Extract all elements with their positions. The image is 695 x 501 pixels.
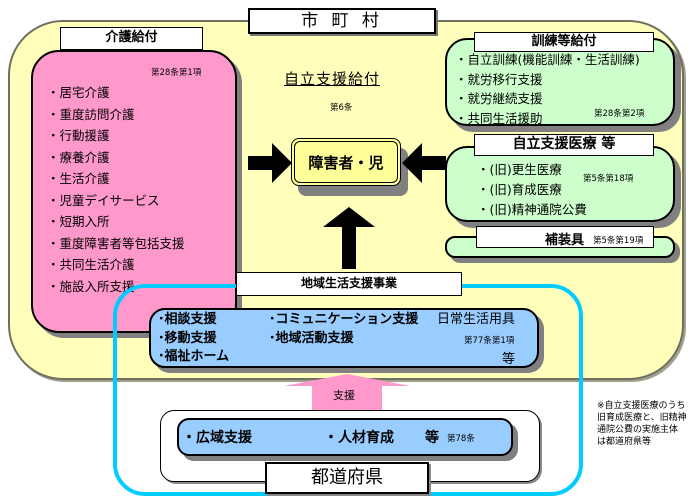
prefecture-item-2: ・人材育成 bbox=[324, 430, 394, 446]
list-item: ・就労継続支援 bbox=[455, 91, 543, 106]
kunren-kyufu-box: ・自立訓練(機能訓練・生活訓練) ・就労移行支援 ・就労継続支援 ・共同生活援助… bbox=[445, 38, 675, 126]
chiiki-col2: ･コミュニケーション支援 ･地域活動支援 bbox=[269, 311, 418, 348]
chiiki-seikatsu-box: ･相談支援 ･移動支援 ･福祉ホーム ･コミュニケーション支援 ･地域活動支援 … bbox=[149, 308, 539, 368]
footnote-line: ※自立支援医療のうち bbox=[597, 401, 686, 411]
list-item: ・就労移行支援 bbox=[455, 71, 543, 87]
support-arrow-label: 支援 bbox=[333, 389, 355, 402]
kunren-kyufu-title-text: 訓練等給付 bbox=[531, 34, 597, 49]
chiiki-etc: 等 bbox=[502, 352, 516, 367]
kaigo-kyufu-title: 介護給付 bbox=[60, 27, 203, 50]
kaigo-kyufu-title-text: 介護給付 bbox=[105, 30, 158, 45]
list-item: ・生活介護 bbox=[47, 171, 110, 186]
municipality-title-text: 市 町 村 bbox=[301, 11, 383, 31]
municipality-title: 市 町 村 bbox=[248, 8, 436, 34]
hosougu-article: 第5条第19項 bbox=[593, 236, 644, 246]
hosougu-title-text: 補装具 bbox=[545, 233, 585, 248]
jiritsu-shien-kyufu-article: 第6条 bbox=[330, 103, 353, 113]
footnote-line: 旧育成医療と、旧精神 bbox=[597, 413, 687, 423]
list-item: ・(旧)更生医療 bbox=[477, 162, 562, 177]
kunren-service-list: ・自立訓練(機能訓練・生活訓練) ・就労移行支援 ・就労継続支援 ・共同生活援助 bbox=[455, 50, 640, 128]
list-item: ･コミュニケーション支援 bbox=[269, 312, 419, 327]
list-item: ・自立訓練(機能訓練・生活訓練) bbox=[455, 52, 640, 67]
list-item: ・居宅介護 bbox=[47, 85, 110, 100]
kunren-article: 第28条第2項 bbox=[594, 109, 645, 119]
jiritsu-iryo-box: ・(旧)更生医療 ・(旧)育成医療 ・(旧)精神通院公費 第5条第18項 bbox=[445, 146, 675, 222]
prefecture-item-1: ・広域支援 bbox=[182, 430, 252, 446]
list-item: ・重度障害者等包括支援 bbox=[47, 235, 185, 251]
jiritsu-shien-kyufu-title: 自立支援給付 bbox=[284, 70, 381, 88]
list-item: ・(旧)精神通院公費 bbox=[477, 202, 587, 217]
footnote: ※自立支援医療のうち 旧育成医療と、旧精神 通院公費の実施主体 は都道府県等 bbox=[597, 400, 687, 448]
chiiki-col1: ･相談支援 ･移動支援 ･福祉ホーム bbox=[158, 311, 229, 367]
footnote-line: 通院公費の実施主体 bbox=[597, 425, 679, 435]
arrow-from-left bbox=[248, 143, 292, 183]
list-item: ･福祉ホーム bbox=[158, 349, 230, 364]
chiiki-seikatsu-title-text: 地域生活支援事業 bbox=[300, 276, 397, 290]
prefecture-title: 都道府県 bbox=[265, 462, 429, 494]
list-item: ･移動支援 bbox=[158, 330, 217, 346]
support-arrow bbox=[284, 374, 410, 410]
kaigo-service-list: ・居宅介護 ・重度訪問介護 ・行動援護 ・療養介護 ・生活介護 ・児童デイサービ… bbox=[47, 82, 185, 297]
prefecture-article: 第78条 bbox=[447, 434, 475, 444]
jiritsu-iryo-title-text: 自立支援医療 等 bbox=[512, 136, 616, 152]
kaigo-article: 第28条第1項 bbox=[151, 68, 202, 78]
list-item: ・療養介護 bbox=[47, 149, 110, 165]
jiritsu-iryo-article: 第5条第18項 bbox=[583, 174, 634, 184]
arrow-from-bottom bbox=[323, 207, 375, 269]
kunren-kyufu-title: 訓練等給付 bbox=[474, 32, 654, 52]
center-person-inner-border bbox=[294, 141, 398, 183]
list-item: ・(旧)育成医療 bbox=[477, 182, 562, 197]
list-item: ・共同生活援助 bbox=[455, 110, 543, 126]
chiiki-extra: 日常生活用具 bbox=[437, 312, 516, 327]
list-item: ・短期入所 bbox=[47, 214, 110, 229]
list-item: ・施設入所支援 bbox=[47, 278, 135, 294]
list-item: ・行動援護 bbox=[47, 128, 110, 143]
chiiki-article: 第77条第1項 bbox=[464, 336, 515, 346]
list-item: ・児童デイサービス bbox=[47, 192, 160, 208]
arrow-from-right bbox=[402, 143, 446, 183]
list-item: ･相談支援 bbox=[158, 312, 217, 327]
jiritsu-iryo-title: 自立支援医療 等 bbox=[474, 134, 654, 156]
list-item: ・重度訪問介護 bbox=[47, 106, 135, 122]
prefecture-etc: 等 bbox=[425, 430, 439, 446]
footnote-line: は都道府県等 bbox=[597, 437, 652, 447]
hosougu-title-box: 補装具 第5条第19項 bbox=[476, 226, 654, 248]
chiiki-seikatsu-title: 地域生活支援事業 bbox=[236, 272, 462, 296]
list-item: ･地域活動支援 bbox=[269, 330, 354, 346]
center-person-text: 障害者・児 bbox=[308, 154, 384, 172]
jiritsu-iryo-list: ・(旧)更生医療 ・(旧)育成医療 ・(旧)精神通院公費 bbox=[477, 160, 587, 220]
prefecture-box: ・広域支援 ・人材育成 等 第78条 bbox=[177, 418, 513, 456]
prefecture-title-text: 都道府県 bbox=[311, 467, 383, 488]
list-item: ・共同生活介護 bbox=[47, 257, 135, 272]
center-person-box: 障害者・児 bbox=[291, 138, 401, 186]
